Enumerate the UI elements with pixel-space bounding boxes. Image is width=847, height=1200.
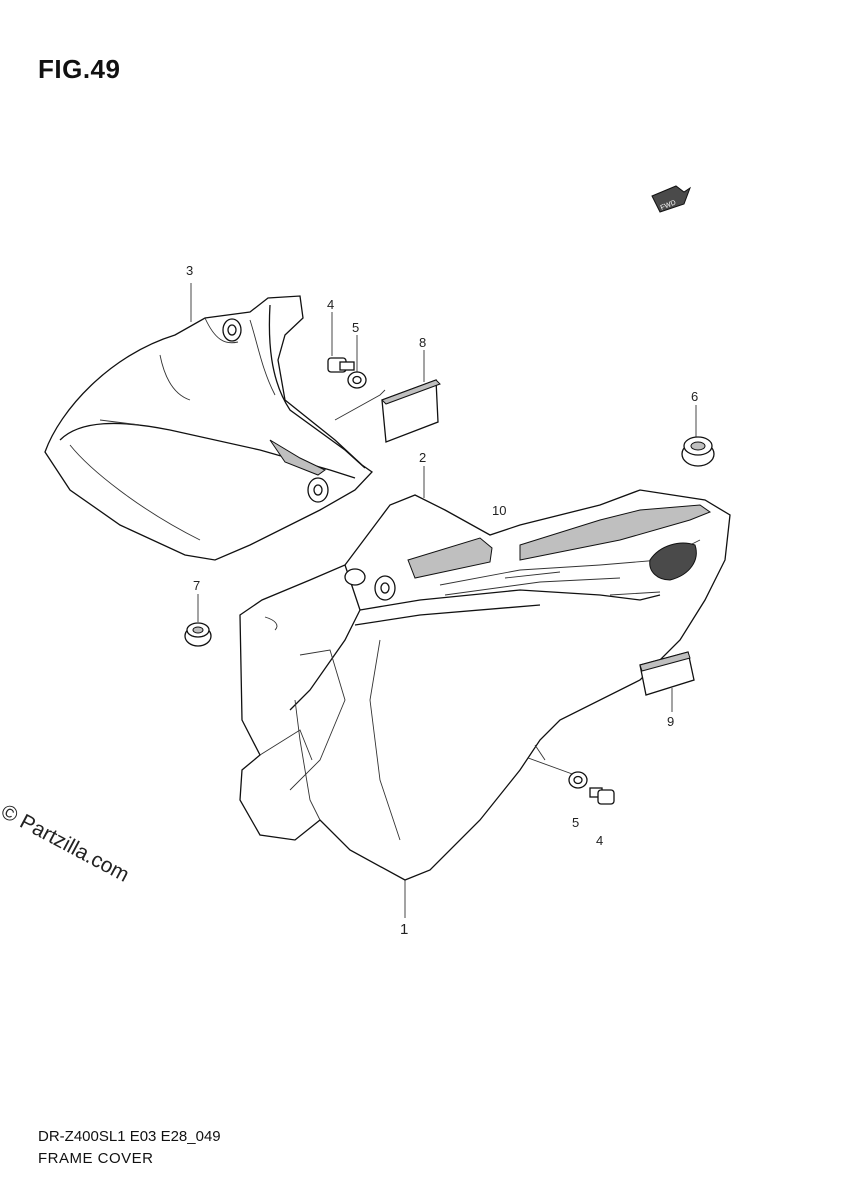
callout-10: 10 <box>492 503 507 518</box>
leader-lines <box>190 283 697 918</box>
figure-title: FIG.49 <box>38 54 121 84</box>
model-code: DR-Z400SL1 E03 E28_049 <box>38 1128 221 1145</box>
callout-5-bottom: 5 <box>572 815 580 830</box>
callout-5-top: 5 <box>352 320 360 335</box>
callout-2: 2 <box>419 450 427 465</box>
callout-9: 9 <box>667 714 675 729</box>
callout-4-top: 4 <box>327 297 335 312</box>
part-1-2-frame-cover <box>239 489 731 881</box>
part-4-5-lower-bolt-washer <box>568 771 615 805</box>
fwd-arrow-icon: FWD <box>651 185 692 213</box>
part-3-rear-cover <box>44 295 373 561</box>
callout-3: 3 <box>186 263 194 278</box>
part-4-5-upper-bolt-washer <box>327 357 367 389</box>
callout-1: 1 <box>400 921 409 938</box>
part-8-pad <box>381 379 441 443</box>
callout-4-bottom: 4 <box>596 833 604 848</box>
part-9-pad <box>639 651 695 696</box>
section-title: FRAME COVER <box>38 1150 154 1167</box>
part-6-grommet <box>681 436 715 467</box>
callout-6: 6 <box>691 389 699 404</box>
callout-8: 8 <box>419 335 427 350</box>
callout-7: 7 <box>193 578 201 593</box>
part-7-grommet <box>184 622 212 647</box>
